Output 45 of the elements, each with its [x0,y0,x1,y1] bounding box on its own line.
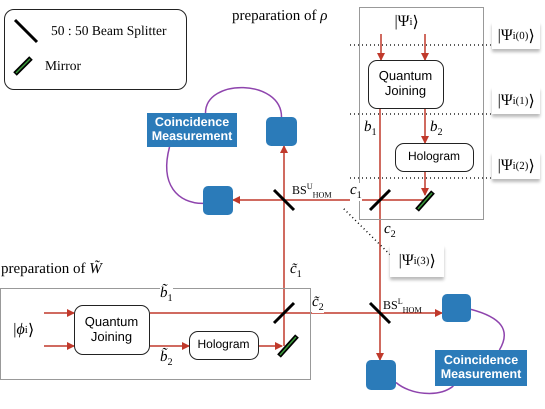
beam-splitter-icon [272,300,296,324]
beam-line [283,200,285,313]
edge-label: c$_{1}$ [350,183,362,202]
beam-line [379,109,381,200]
group-title: preparation of ρ [232,8,328,25]
beam-line [150,312,284,314]
legend-text: 50 : 50 Beam Splitter [51,23,166,39]
mirror-icon [414,190,434,212]
process-box: Hologram [188,330,258,360]
mirror-icon [276,334,298,358]
process-box: Quantum Joining [74,304,150,354]
cable-line [166,146,204,204]
arrow [280,145,288,200]
arrow [380,309,443,317]
leader-line [341,206,391,256]
measurement-box: Coincidence Measurement [147,113,237,147]
group-title: preparation of W̃ [1,261,102,278]
detector-icon [366,360,396,390]
detector-icon [442,294,471,322]
arrow [150,342,190,350]
arrow [44,342,75,350]
arrow [421,172,429,196]
arrow [44,309,75,317]
cable-line [396,382,454,394]
beam-line [379,200,381,313]
arrow [259,342,283,350]
arrow [376,313,384,361]
edge-label: c̃$_{2}$ [312,295,324,314]
process-box: Hologram [394,142,474,172]
process-box: Quantum Joining [368,60,444,108]
cable-line [204,86,282,118]
detector-icon [203,186,233,215]
arrow [232,196,284,204]
beam-line [283,313,285,346]
beam-splitter-icon [368,188,392,212]
beam-line [284,312,380,314]
arrow [377,34,385,61]
cable-line [470,308,505,350]
measurement-box: Coincidence Measurement [435,350,527,386]
beam-line [284,199,380,201]
legend-text: Mirror [45,58,81,74]
detector-icon [266,117,297,146]
beam-line [380,199,425,201]
arrow [421,109,429,144]
arrow [421,34,429,61]
